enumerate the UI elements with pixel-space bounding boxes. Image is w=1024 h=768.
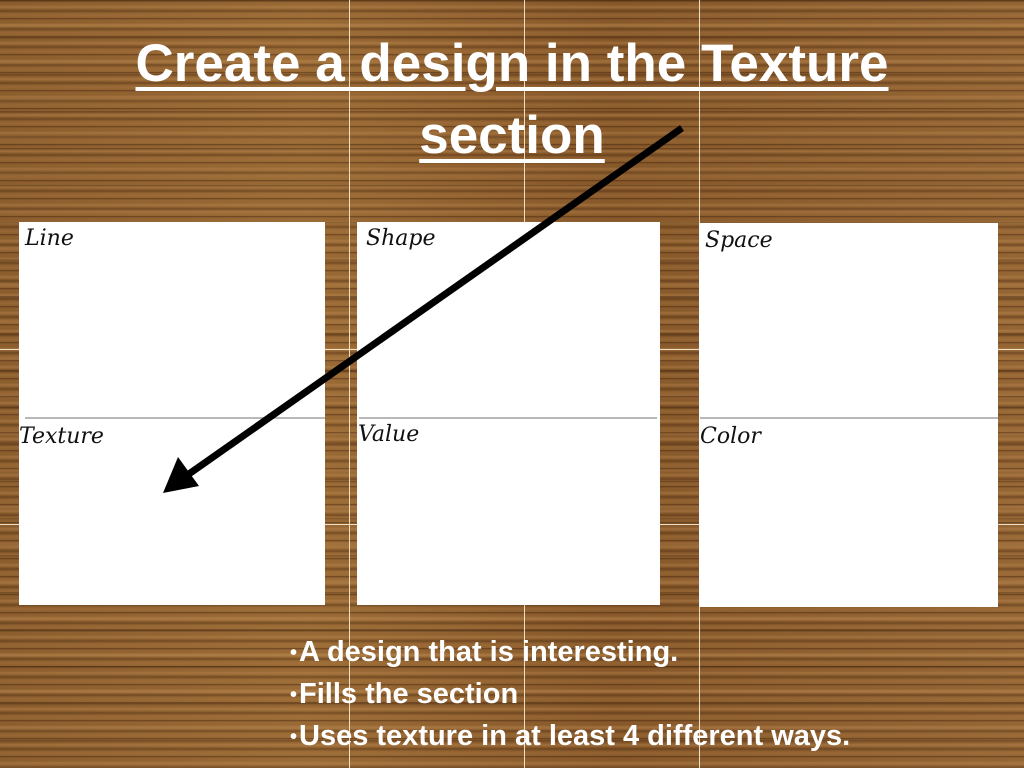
label-line: Line xyxy=(25,226,74,251)
panel-line-texture xyxy=(19,222,325,605)
panel-space-color xyxy=(699,223,998,607)
label-color: Color xyxy=(700,424,761,449)
panel-divider xyxy=(25,417,325,419)
slide-title: Create a design in the Texture section xyxy=(0,28,1024,172)
panel-divider xyxy=(359,417,657,419)
bullet-list: A design that is interesting. Fills the … xyxy=(290,632,850,758)
panel-shape-value xyxy=(357,222,660,605)
label-shape: Shape xyxy=(366,226,436,251)
bullet-item: A design that is interesting. xyxy=(290,632,850,674)
panel-divider xyxy=(700,417,998,419)
label-texture: Texture xyxy=(19,424,104,449)
bullet-item: Uses texture in at least 4 different way… xyxy=(290,716,850,758)
label-space: Space xyxy=(705,228,773,253)
title-line-1: Create a design in the Texture xyxy=(135,34,889,93)
title-line-2: section xyxy=(419,106,605,165)
bullet-item: Fills the section xyxy=(290,674,850,716)
label-value: Value xyxy=(358,422,420,447)
